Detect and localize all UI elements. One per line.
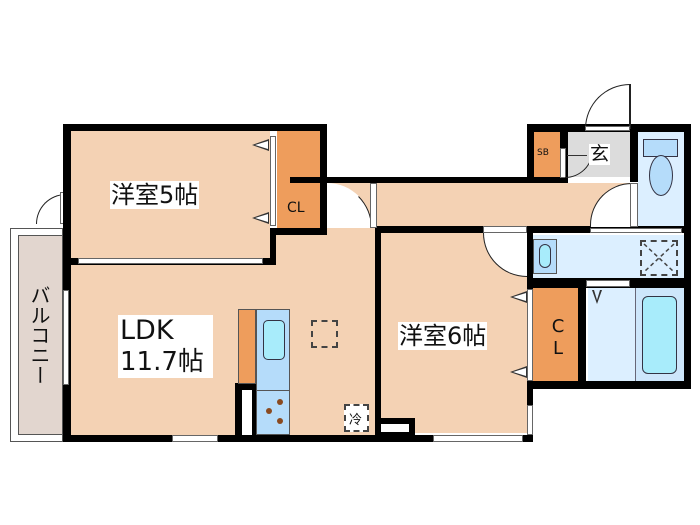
stove-burner-icon: [277, 418, 283, 424]
toilet-door: [630, 183, 638, 227]
closet-2: [533, 288, 578, 381]
entrance-step-line: [567, 155, 587, 156]
closet-2-label-line2: L: [552, 338, 564, 359]
western-room-1-label: 洋室5帖: [110, 181, 200, 209]
refrigerator-space: 冷: [344, 404, 369, 432]
room6-stub-white: [381, 424, 409, 432]
closet-1-door[interactable]: [270, 136, 276, 226]
entrance-label: 玄: [589, 143, 611, 165]
front-door-swing[interactable]: [585, 84, 630, 129]
wall-top-room5: [63, 124, 327, 131]
shoe-box: [533, 132, 560, 177]
toilet-bowl-icon: [649, 155, 673, 196]
balcony-label: バルコニー: [27, 285, 51, 385]
washing-machine-space: [640, 240, 678, 276]
refrigerator-label: 冷: [349, 413, 363, 428]
stove-divider: [256, 390, 290, 391]
stove-burner-icon: [266, 408, 272, 414]
washing-machine-cross-icon: [643, 243, 675, 273]
wall-bath-bottom: [527, 381, 690, 389]
ldk-label-line1: LDK: [120, 315, 174, 346]
wall-corridor-top: [290, 177, 568, 183]
window-washroom-top[interactable]: [590, 228, 682, 233]
washbasin-bowl-icon: [539, 244, 551, 268]
wall-entry-left: [527, 124, 534, 183]
ldk-floor: [70, 265, 375, 435]
window-room6-bottom[interactable]: [433, 435, 523, 442]
kitchen-stub-white: [242, 390, 252, 435]
washbasin-icon: [533, 239, 557, 274]
wall-toilet-left: [630, 124, 638, 182]
range-hood-marker: [311, 320, 338, 348]
balcony-floor: [18, 235, 63, 435]
window-ldk-bottom[interactable]: [172, 435, 218, 442]
closet-2-label-line1: C: [551, 316, 565, 337]
wall-right: [684, 124, 691, 389]
window-room6-right[interactable]: [527, 405, 533, 435]
ldk-label-line2: 11.7帖: [120, 347, 204, 377]
wall-room5-right: [270, 228, 276, 265]
western-room-2-label: 洋室6帖: [398, 322, 488, 350]
closet-1-door-arrow-bottom-fill: [255, 214, 268, 222]
bath-door-arrow-fill: [594, 290, 600, 300]
closet-2-door[interactable]: [527, 289, 533, 381]
wall-cl2-right: [578, 285, 586, 385]
shoe-box-label: SB: [537, 148, 549, 158]
closet-1-label: CL: [287, 200, 305, 216]
closet-2-label: C L: [548, 316, 568, 359]
closet-2-door-arrow-bottom-fill: [513, 368, 526, 376]
bath-door[interactable]: [586, 280, 630, 287]
bathtub-icon: [642, 296, 677, 374]
wall-room6-top: [375, 226, 483, 233]
kitchen-counter-storage: [238, 309, 256, 384]
wall-left: [63, 124, 71, 442]
front-door-opening: [585, 126, 630, 131]
washroom: [533, 235, 684, 278]
closet-2-door-arrow-top-fill: [513, 293, 526, 301]
ldk-label: LDK 11.7帖: [118, 315, 213, 378]
balcony: バルコニー: [10, 228, 63, 442]
window-room5-bottom[interactable]: [78, 258, 263, 264]
window-ldk-left[interactable]: [63, 290, 69, 385]
front-door-jamb: [629, 84, 631, 129]
wall-washroom-top: [527, 226, 637, 233]
wall-cl-bottom: [270, 228, 327, 235]
closet-1-door-arrow-top-fill: [255, 141, 268, 149]
corridor-door: [370, 183, 377, 228]
room6-door: [483, 226, 527, 233]
wall-ldk-room6: [375, 228, 381, 442]
stove-burner-icon: [277, 399, 283, 405]
wall-bottom: [63, 435, 376, 442]
kitchen-sink-icon: [263, 320, 285, 360]
